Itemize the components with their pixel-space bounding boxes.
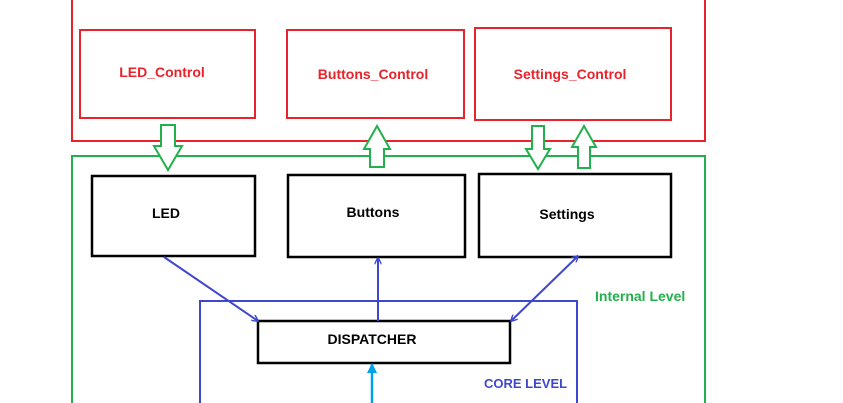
- internal-level-container: [71, 155, 706, 403]
- settings-module-box: [477, 172, 673, 259]
- core-level-container: [199, 300, 578, 403]
- control-level-container: [71, 0, 706, 142]
- dispatcher-settings-bidirectional-arrow: [511, 256, 578, 321]
- settings-to-settings-control-arrow: [570, 123, 598, 169]
- buttons-control-label: Buttons_Control: [318, 66, 428, 82]
- buttons-to-buttons-control-arrow: [362, 123, 392, 168]
- buttons-module-label: Buttons: [347, 204, 400, 220]
- led-module-box: [90, 174, 257, 258]
- settings-control-label: Settings_Control: [514, 66, 627, 82]
- led-module-label: LED: [152, 205, 180, 221]
- led-control-label: LED_Control: [119, 64, 205, 80]
- settings-control-to-settings-arrow: [524, 125, 552, 171]
- settings-module-label: Settings: [539, 206, 594, 222]
- led-to-dispatcher-arrow: [163, 256, 258, 321]
- settings-control-box: [474, 27, 672, 121]
- core-level-label: CORE LEVEL: [484, 376, 567, 391]
- buttons-module-box: [286, 173, 467, 259]
- led-control-to-led-arrow: [152, 124, 184, 172]
- internal-level-label: Internal Level: [595, 288, 685, 304]
- dispatcher-label: DISPATCHER: [328, 331, 417, 347]
- dispatcher-box: [256, 319, 512, 365]
- led-control-box: [79, 29, 256, 119]
- buttons-control-box: [286, 29, 465, 119]
